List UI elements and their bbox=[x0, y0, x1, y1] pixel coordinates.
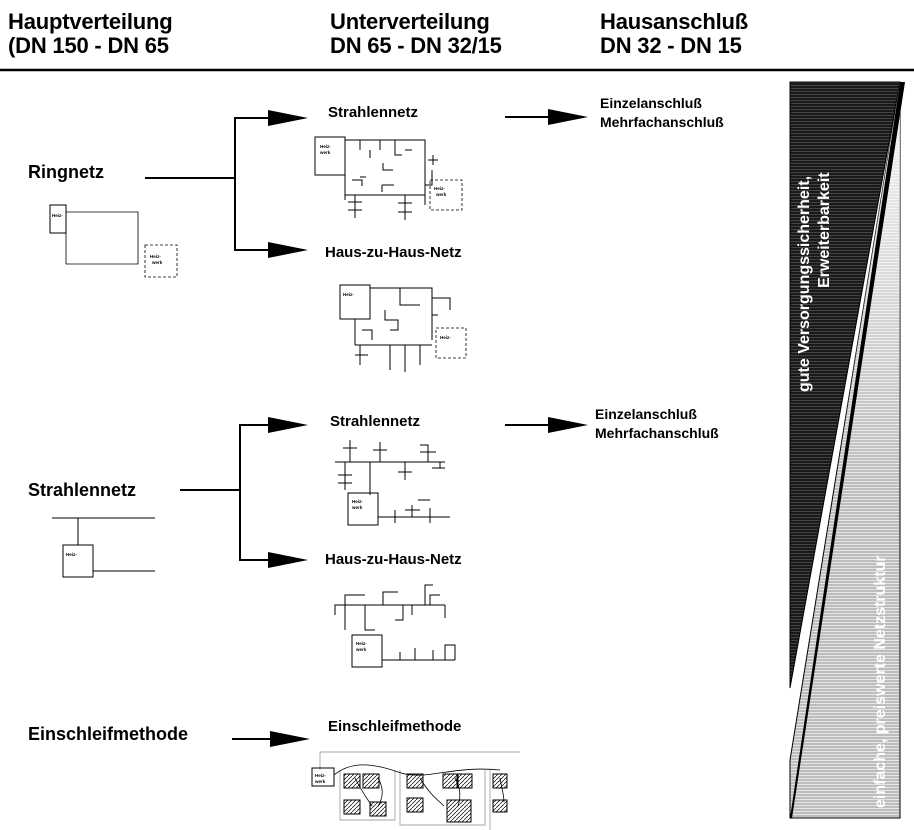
arrow-to-haus-zu-haus-2 bbox=[268, 552, 308, 568]
svg-text:Heiz-: Heiz- bbox=[356, 641, 367, 646]
header-hauptverteilung-line2: (DN 150 - DN 65 bbox=[8, 33, 169, 58]
label-anschluss-2: Einzelanschluß Mehrfachanschluß bbox=[595, 405, 719, 443]
wedge-dark-text-2: Erweiterbarkeit bbox=[816, 172, 833, 288]
wedge-divider bbox=[790, 82, 905, 818]
label-haus-zu-haus-1: Haus-zu-Haus-Netz bbox=[325, 244, 462, 261]
header-hausanschluss-line2: DN 32 - DN 15 bbox=[600, 33, 742, 58]
arrow-to-strahlennetz-1 bbox=[268, 110, 308, 126]
label-strahlennetz-2: Strahlennetz bbox=[330, 413, 421, 430]
label-haus-zu-haus-2: Haus-zu-Haus-Netz bbox=[325, 551, 462, 568]
strahlennetz-mini-diagram-2 bbox=[335, 440, 450, 526]
svg-text:Heiz-: Heiz- bbox=[434, 186, 445, 191]
svg-text:werk: werk bbox=[314, 779, 326, 784]
heizwerk-einschleif-label: Heiz- werk bbox=[314, 773, 326, 784]
heizwerk-strahlennetz-1-remote-label: Heiz- werk bbox=[434, 186, 447, 197]
svg-text:werk: werk bbox=[151, 260, 163, 265]
heizwerk-ringnetz-label: Heiz- bbox=[52, 213, 63, 218]
einschleifmethode-houses bbox=[343, 773, 508, 823]
label-einschleifmethode-sub: Einschleifmethode bbox=[328, 718, 462, 735]
heizwerk-strahlennetz-1-label: Heiz- werk bbox=[319, 144, 331, 155]
ringnetz-branch bbox=[145, 117, 270, 251]
label-einzelanschluss-1: Einzelanschluß bbox=[600, 95, 702, 111]
strahlennetz-branch bbox=[180, 424, 270, 561]
header-unterverteilung: Unterverteilung DN 65 - DN 32/15 bbox=[330, 10, 502, 58]
label-anschluss-1: Einzelanschluß Mehrfachanschluß bbox=[600, 94, 724, 132]
strahlennetz-mini-diagram-1 bbox=[314, 136, 463, 220]
ringnetz-mini-diagram bbox=[49, 204, 178, 278]
haus-zu-haus-mini-diagram-1 bbox=[339, 284, 467, 372]
svg-text:werk: werk bbox=[319, 150, 331, 155]
svg-text:werk: werk bbox=[435, 192, 447, 197]
wedge-light-text: einfache, preiswerte Netzstruktur bbox=[872, 555, 889, 808]
heizwerk-haus-zu-haus-1-remote-label: Heiz- bbox=[440, 335, 451, 340]
header-unterverteilung-line1: Unterverteilung bbox=[330, 9, 490, 34]
wedge-dark bbox=[789, 81, 901, 689]
haus-zu-haus-mini-diagram-2 bbox=[334, 584, 456, 668]
label-einschleifmethode-main: Einschleifmethode bbox=[28, 724, 189, 744]
heizwerk-ringnetz-remote-label: Heiz- werk bbox=[150, 254, 163, 265]
wedge-light-line: einfache, preiswerte Netzstruktur bbox=[872, 555, 889, 808]
heizwerk-haus-zu-haus-2-label: Heiz- werk bbox=[355, 641, 367, 652]
comparison-wedge bbox=[789, 81, 905, 819]
arrow-to-haus-zu-haus-1 bbox=[268, 242, 308, 258]
label-mehrfachanschluss-1: Mehrfachanschluß bbox=[600, 114, 724, 130]
svg-text:Heiz-: Heiz- bbox=[150, 254, 161, 259]
arrow-to-anschluss-1 bbox=[505, 109, 588, 125]
label-mehrfachanschluss-2: Mehrfachanschluß bbox=[595, 425, 719, 441]
header-hausanschluss-line1: Hausanschluß bbox=[600, 9, 748, 34]
strahlennetz-main-mini-diagram bbox=[52, 517, 155, 578]
heizwerk-strahlennetz-main-label: Heiz- bbox=[66, 552, 77, 557]
heizwerk-strahlennetz-2-label: Heiz- werk bbox=[351, 499, 363, 510]
arrow-to-anschluss-2 bbox=[505, 417, 588, 433]
label-strahlennetz-1: Strahlennetz bbox=[328, 104, 419, 121]
svg-text:Heiz-: Heiz- bbox=[352, 499, 363, 504]
arrow-to-einschleifmethode bbox=[232, 731, 310, 747]
header-hausanschluss: Hausanschluß DN 32 - DN 15 bbox=[600, 10, 748, 58]
svg-text:werk: werk bbox=[355, 647, 367, 652]
header-hauptverteilung: Hauptverteilung (DN 150 - DN 65 bbox=[8, 9, 173, 58]
wedge-dark-text: gute Versorgungssicherheit, bbox=[796, 176, 813, 392]
wedge-dark-line1: gute Versorgungssicherheit, bbox=[796, 176, 813, 392]
label-einzelanschluss-2: Einzelanschluß bbox=[595, 406, 697, 422]
header-hauptverteilung-line1: Hauptverteilung bbox=[8, 9, 173, 34]
einschleifmethode-mini-diagram bbox=[311, 751, 520, 830]
heizwerk-haus-zu-haus-1-label: Heiz- bbox=[343, 292, 354, 297]
arrow-to-strahlennetz-2 bbox=[268, 417, 308, 433]
label-ringnetz: Ringnetz bbox=[28, 162, 104, 182]
svg-text:Heiz-: Heiz- bbox=[315, 773, 326, 778]
label-strahlennetz-main: Strahlennetz bbox=[28, 480, 137, 500]
svg-text:Heiz-: Heiz- bbox=[320, 144, 331, 149]
wedge-dark-line2: Erweiterbarkeit bbox=[816, 172, 833, 288]
svg-text:werk: werk bbox=[351, 505, 363, 510]
header-unterverteilung-line2: DN 65 - DN 32/15 bbox=[330, 33, 502, 58]
